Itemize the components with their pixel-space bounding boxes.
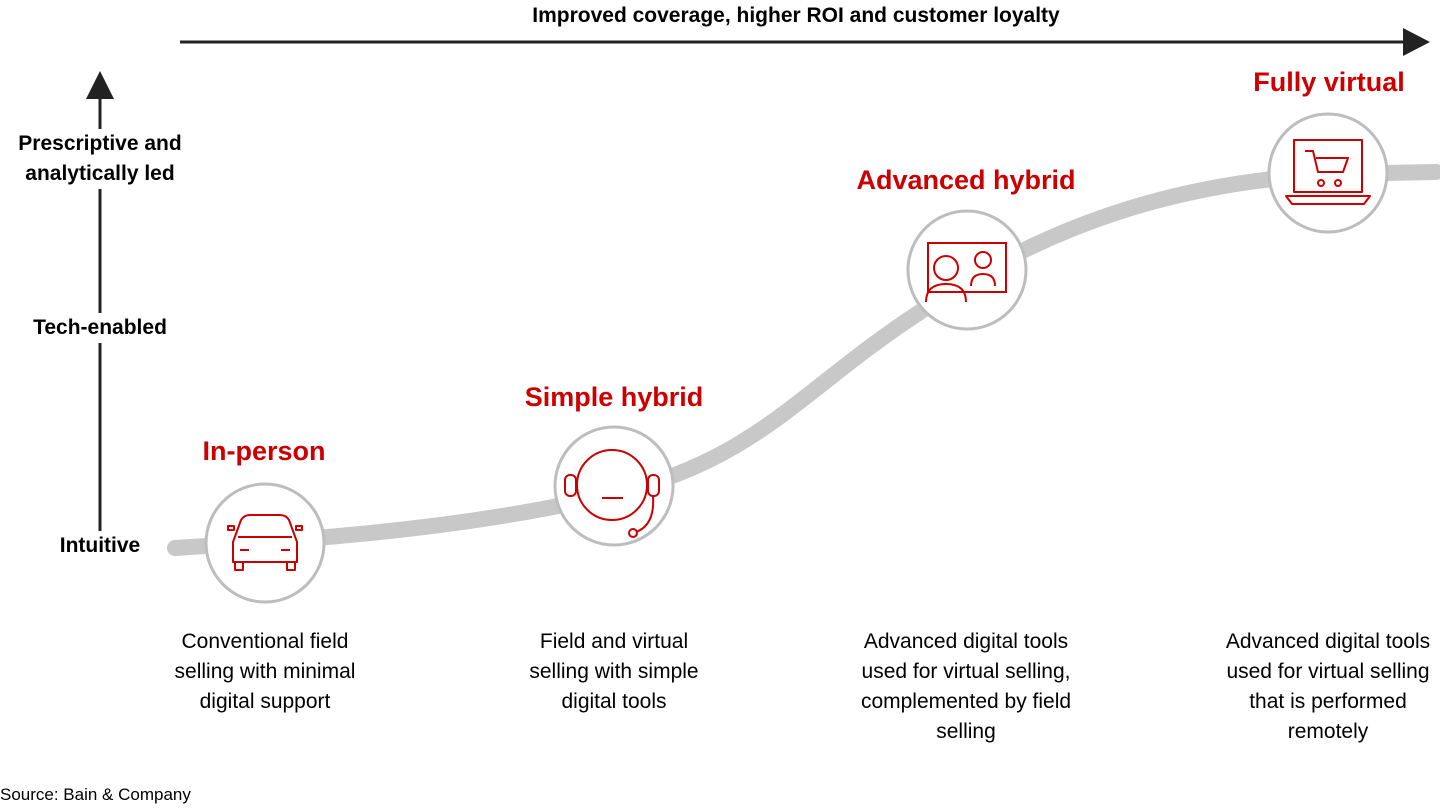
headset-icon (564, 449, 660, 538)
stage-circle-advanced-hybrid (906, 209, 1028, 331)
stage-description-in-person: Conventional field selling with minimal … (174, 630, 356, 713)
stage-title-fully-virtual: Fully virtual (1253, 67, 1405, 97)
stage-title-advanced-hybrid: Advanced hybrid (856, 165, 1076, 195)
horizontal-arrow (180, 28, 1430, 56)
laptop-cart-icon (1285, 139, 1371, 205)
stage-circle-fully-virtual (1267, 112, 1389, 234)
stage-circle-in-person (204, 482, 326, 604)
stage-description-advanced-hybrid: Advanced digital tools used for virtual … (860, 630, 1072, 743)
source-note: Source: Bain & Company (0, 785, 191, 804)
car-icon (227, 514, 303, 571)
stage-description-fully-virtual: Advanced digital tools used for virtual … (1225, 630, 1431, 743)
progress-curve (167, 164, 1440, 556)
y-level-intuitive: Intuitive (48, 531, 152, 561)
progression-title: Improved coverage, higher ROI and custom… (532, 4, 1060, 27)
stage-circle-simple-hybrid (553, 425, 675, 547)
y-level-prescriptive: Prescriptive and analytically led (2, 129, 198, 189)
stage-title-in-person: In-person (202, 436, 326, 466)
video-call-icon (925, 242, 1007, 303)
y-level-tech-enabled: Tech-enabled (18, 313, 182, 343)
stage-description-simple-hybrid: Field and virtual selling with simple di… (529, 630, 699, 713)
stage-title-simple-hybrid: Simple hybrid (524, 382, 704, 412)
